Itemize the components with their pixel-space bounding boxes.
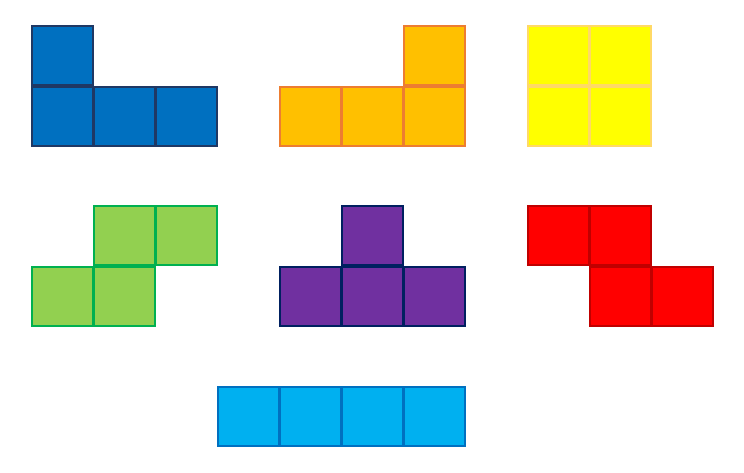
green-s-tetromino-block — [31, 266, 94, 327]
orange-l-tetromino-block — [403, 86, 466, 147]
blue-j-tetromino-block — [31, 86, 94, 147]
cyan-i-tetromino-block — [341, 386, 404, 447]
green-s-tetromino-block — [93, 205, 156, 266]
red-z-tetromino-block — [589, 205, 652, 266]
yellow-o-tetromino-block — [527, 86, 590, 147]
yellow-o-tetromino-block — [527, 25, 590, 86]
cyan-i-tetromino-block — [217, 386, 280, 447]
purple-t-tetromino-block — [403, 266, 466, 327]
green-s-tetromino-block — [155, 205, 218, 266]
orange-l-tetromino-block — [341, 86, 404, 147]
orange-l-tetromino-block — [403, 25, 466, 86]
purple-t-tetromino-block — [279, 266, 342, 327]
yellow-o-tetromino-block — [589, 25, 652, 86]
cyan-i-tetromino-block — [279, 386, 342, 447]
purple-t-tetromino-block — [341, 205, 404, 266]
yellow-o-tetromino-block — [589, 86, 652, 147]
cyan-i-tetromino-block — [403, 386, 466, 447]
green-s-tetromino-block — [93, 266, 156, 327]
blue-j-tetromino-block — [155, 86, 218, 147]
blue-j-tetromino-block — [93, 86, 156, 147]
purple-t-tetromino-block — [341, 266, 404, 327]
orange-l-tetromino-block — [279, 86, 342, 147]
red-z-tetromino-block — [527, 205, 590, 266]
blue-j-tetromino-block — [31, 25, 94, 86]
red-z-tetromino-block — [589, 266, 652, 327]
red-z-tetromino-block — [651, 266, 714, 327]
